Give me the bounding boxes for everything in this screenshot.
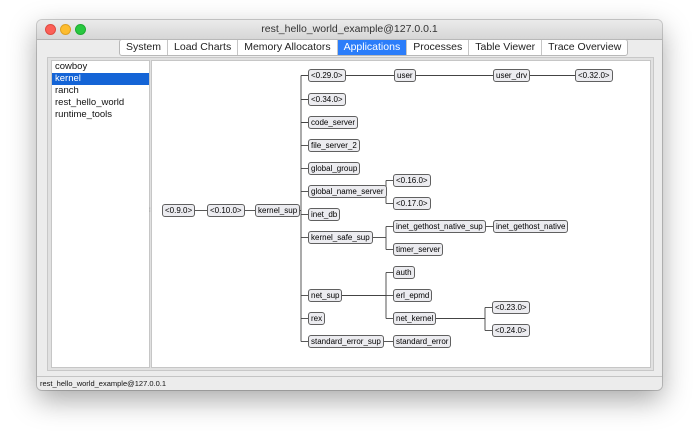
window-title: rest_hello_world_example@127.0.0.1 (261, 23, 438, 35)
tree-node-timer-server[interactable]: timer_server (393, 243, 444, 256)
tree-node-0-16-0[interactable]: <0.16.0> (393, 174, 431, 187)
tree-node-net-kernel[interactable]: net_kernel (393, 312, 437, 325)
tab-applications[interactable]: Applications (337, 40, 408, 55)
minimize-window-button[interactable] (60, 24, 71, 35)
tree-node-0-29-0[interactable]: <0.29.0> (308, 69, 346, 82)
close-window-button[interactable] (45, 24, 56, 35)
tree-node-kernel-safe-sup[interactable]: kernel_safe_sup (308, 231, 373, 244)
splitter-handle[interactable]: ⁞ (149, 208, 151, 214)
tree-node-user-drv[interactable]: user_drv (493, 69, 531, 82)
tree-node-kernel-sup[interactable]: kernel_sup (255, 204, 301, 217)
tab-load-charts[interactable]: Load Charts (168, 40, 239, 55)
application-item-rest-hello-world[interactable]: rest_hello_world (55, 97, 125, 108)
tree-node-inet-gethost-native[interactable]: inet_gethost_native (493, 220, 569, 233)
supervision-tree-view[interactable]: <0.9.0> <0.10.0> kernel_sup <0.29.0> user use… (151, 60, 651, 368)
applications-panel: cowboy kernel ranch rest_hello_world run… (47, 57, 654, 371)
tree-node-0-9-0[interactable]: <0.9.0> (162, 204, 196, 217)
tree-node-file-server-2[interactable]: file_server_2 (308, 139, 360, 152)
tab-system[interactable]: System (120, 40, 169, 55)
application-list[interactable]: cowboy kernel ranch rest_hello_world run… (51, 60, 150, 368)
status-text: rest_hello_world_example@127.0.0.1 (40, 379, 167, 388)
title-bar[interactable]: rest_hello_world_example@127.0.0.1 (37, 20, 662, 40)
tree-node-standard-error-sup[interactable]: standard_error_sup (308, 335, 384, 348)
tree-node-0-10-0[interactable]: <0.10.0> (207, 204, 245, 217)
tree-node-inet-gethost-native-sup[interactable]: inet_gethost_native_sup (393, 220, 486, 233)
tree-node-0-17-0[interactable]: <0.17.0> (393, 197, 431, 210)
application-item-ranch[interactable]: ranch (55, 85, 79, 96)
tab-memory-allocators[interactable]: Memory Allocators (238, 40, 338, 55)
application-item-kernel[interactable]: kernel (52, 73, 149, 85)
application-item-cowboy[interactable]: cowboy (55, 61, 88, 72)
tree-node-user[interactable]: user (394, 69, 416, 82)
tree-node-global-name-server[interactable]: global_name_server (308, 185, 387, 198)
tree-node-inet-db[interactable]: inet_db (308, 208, 341, 221)
observer-window: rest_hello_world_example@127.0.0.1 Syste… (37, 20, 662, 390)
tree-node-code-server[interactable]: code_server (308, 116, 359, 129)
tree-node-auth[interactable]: auth (393, 266, 415, 279)
tab-table-viewer[interactable]: Table Viewer (469, 40, 543, 55)
tree-node-erl-epmd[interactable]: erl_epmd (393, 289, 433, 302)
tree-node-global-group[interactable]: global_group (308, 162, 361, 175)
tree-node-rex[interactable]: rex (308, 312, 326, 325)
application-item-runtime-tools[interactable]: runtime_tools (55, 109, 113, 120)
tree-node-0-32-0[interactable]: <0.32.0> (575, 69, 613, 82)
status-bar: rest_hello_world_example@127.0.0.1 (37, 376, 662, 390)
tab-bar: System Load Charts Memory Allocators App… (119, 39, 629, 56)
tree-node-standard-error[interactable]: standard_error (393, 335, 452, 348)
tree-connectors (195, 75, 575, 342)
maximize-window-button[interactable] (75, 24, 86, 35)
tree-node-net-sup[interactable]: net_sup (308, 289, 343, 302)
tree-node-0-34-0[interactable]: <0.34.0> (308, 93, 346, 106)
tree-node-0-23-0[interactable]: <0.23.0> (492, 301, 530, 314)
tab-trace-overview[interactable]: Trace Overview (548, 41, 622, 53)
tab-processes[interactable]: Processes (407, 40, 470, 55)
tree-node-0-24-0[interactable]: <0.24.0> (492, 324, 530, 337)
